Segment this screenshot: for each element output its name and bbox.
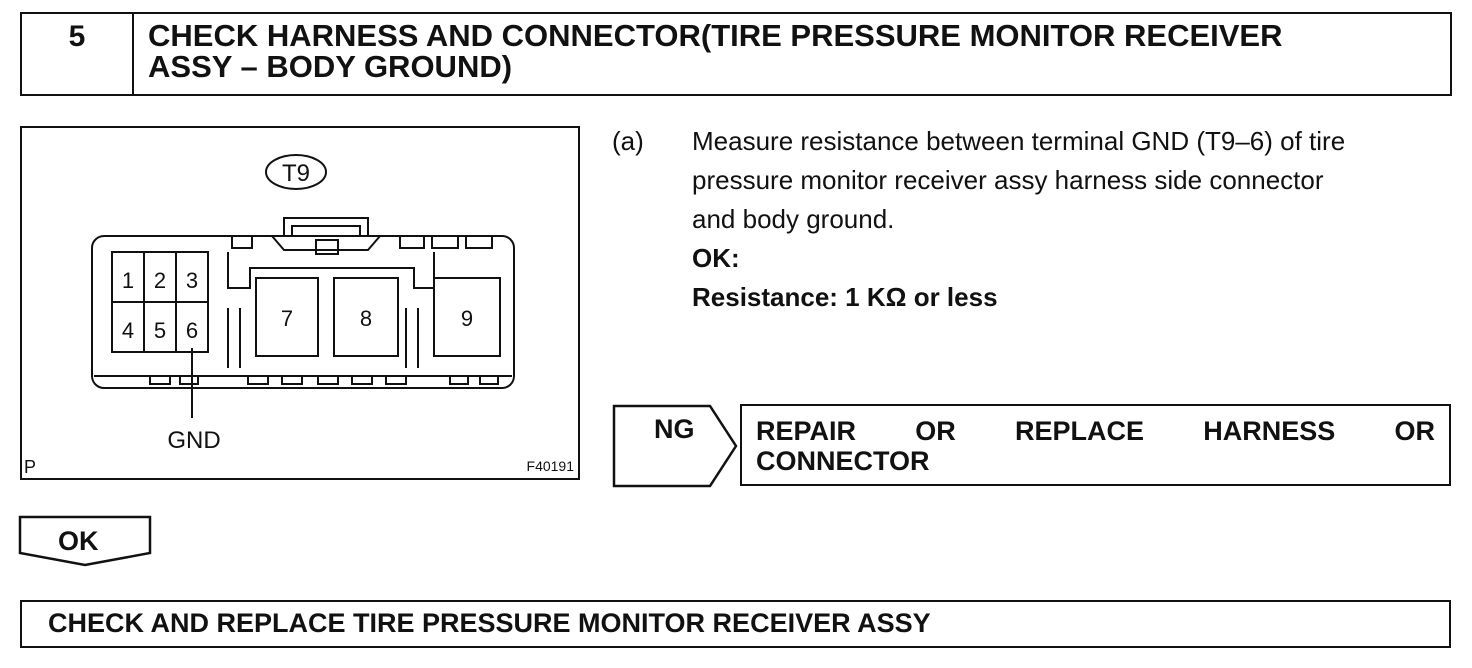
ng-action-box: REPAIR OR REPLACE HARNESS OR CONNECTOR: [740, 404, 1451, 486]
step-text-line2: pressure monitor receiver assy harness s…: [692, 165, 1324, 195]
ok-tab-shape: [18, 515, 152, 567]
ng-word: OR: [915, 416, 956, 446]
pin-7: 7: [281, 306, 293, 331]
pin-2: 2: [154, 268, 166, 293]
connector-latch: [283, 217, 369, 236]
connector-body: [91, 235, 515, 389]
cavity-8: [333, 277, 399, 357]
step-text-line3: and body ground.: [692, 204, 895, 234]
connector-figure: T9 1: [20, 126, 580, 480]
ng-word: REPLACE: [1014, 416, 1144, 446]
step-title-line1: CHECK HARNESS AND CONNECTOR(TIRE PRESSUR…: [148, 18, 1283, 53]
pin-1: 1: [122, 268, 134, 293]
step-item-label: (a): [612, 126, 644, 156]
pin-9: 9: [461, 306, 473, 331]
ng-action-line1: REPAIR OR REPLACE HARNESS OR: [756, 416, 1435, 446]
cavity-7: [255, 277, 319, 357]
connector-diagram: T9 1: [91, 154, 515, 454]
gnd-label: GND: [167, 427, 220, 454]
pin-3: 3: [186, 268, 198, 293]
step-text-line1: Measure resistance between terminal GND …: [692, 126, 1346, 156]
final-action-box: CHECK AND REPLACE TIRE PRESSURE MONITOR …: [20, 600, 1451, 648]
ng-arrow-shape: [612, 404, 738, 488]
connector-label-ellipse: [265, 154, 327, 190]
step-number: 5: [22, 14, 134, 94]
pin-8: 8: [360, 306, 372, 331]
pin-6: 6: [186, 318, 198, 343]
pin-5: 5: [154, 318, 166, 343]
ok-criteria-label: OK:: [692, 243, 740, 273]
ng-label: NG: [654, 414, 695, 444]
resistance-spec: Resistance: 1 KΩ or less: [692, 282, 998, 312]
ng-action-line2: CONNECTOR: [756, 446, 930, 476]
figure-corner-mark: P: [24, 457, 37, 477]
ng-word: OR: [1394, 416, 1436, 446]
connector-label: T9: [282, 160, 310, 187]
figure-code: F40191: [526, 458, 574, 474]
ng-word: HARNESS: [1203, 416, 1336, 446]
ok-label: OK: [58, 526, 99, 556]
step-title: CHECK HARNESS AND CONNECTOR(TIRE PRESSUR…: [148, 20, 1438, 82]
ng-word: REPAIR: [756, 416, 857, 446]
step-title-line2: ASSY – BODY GROUND): [148, 49, 513, 84]
step-header: 5 CHECK HARNESS AND CONNECTOR(TIRE PRESS…: [20, 12, 1452, 96]
step-instructions: Measure resistance between terminal GND …: [692, 122, 1452, 317]
pin-4: 4: [122, 318, 134, 343]
cavity-9: [433, 277, 501, 357]
